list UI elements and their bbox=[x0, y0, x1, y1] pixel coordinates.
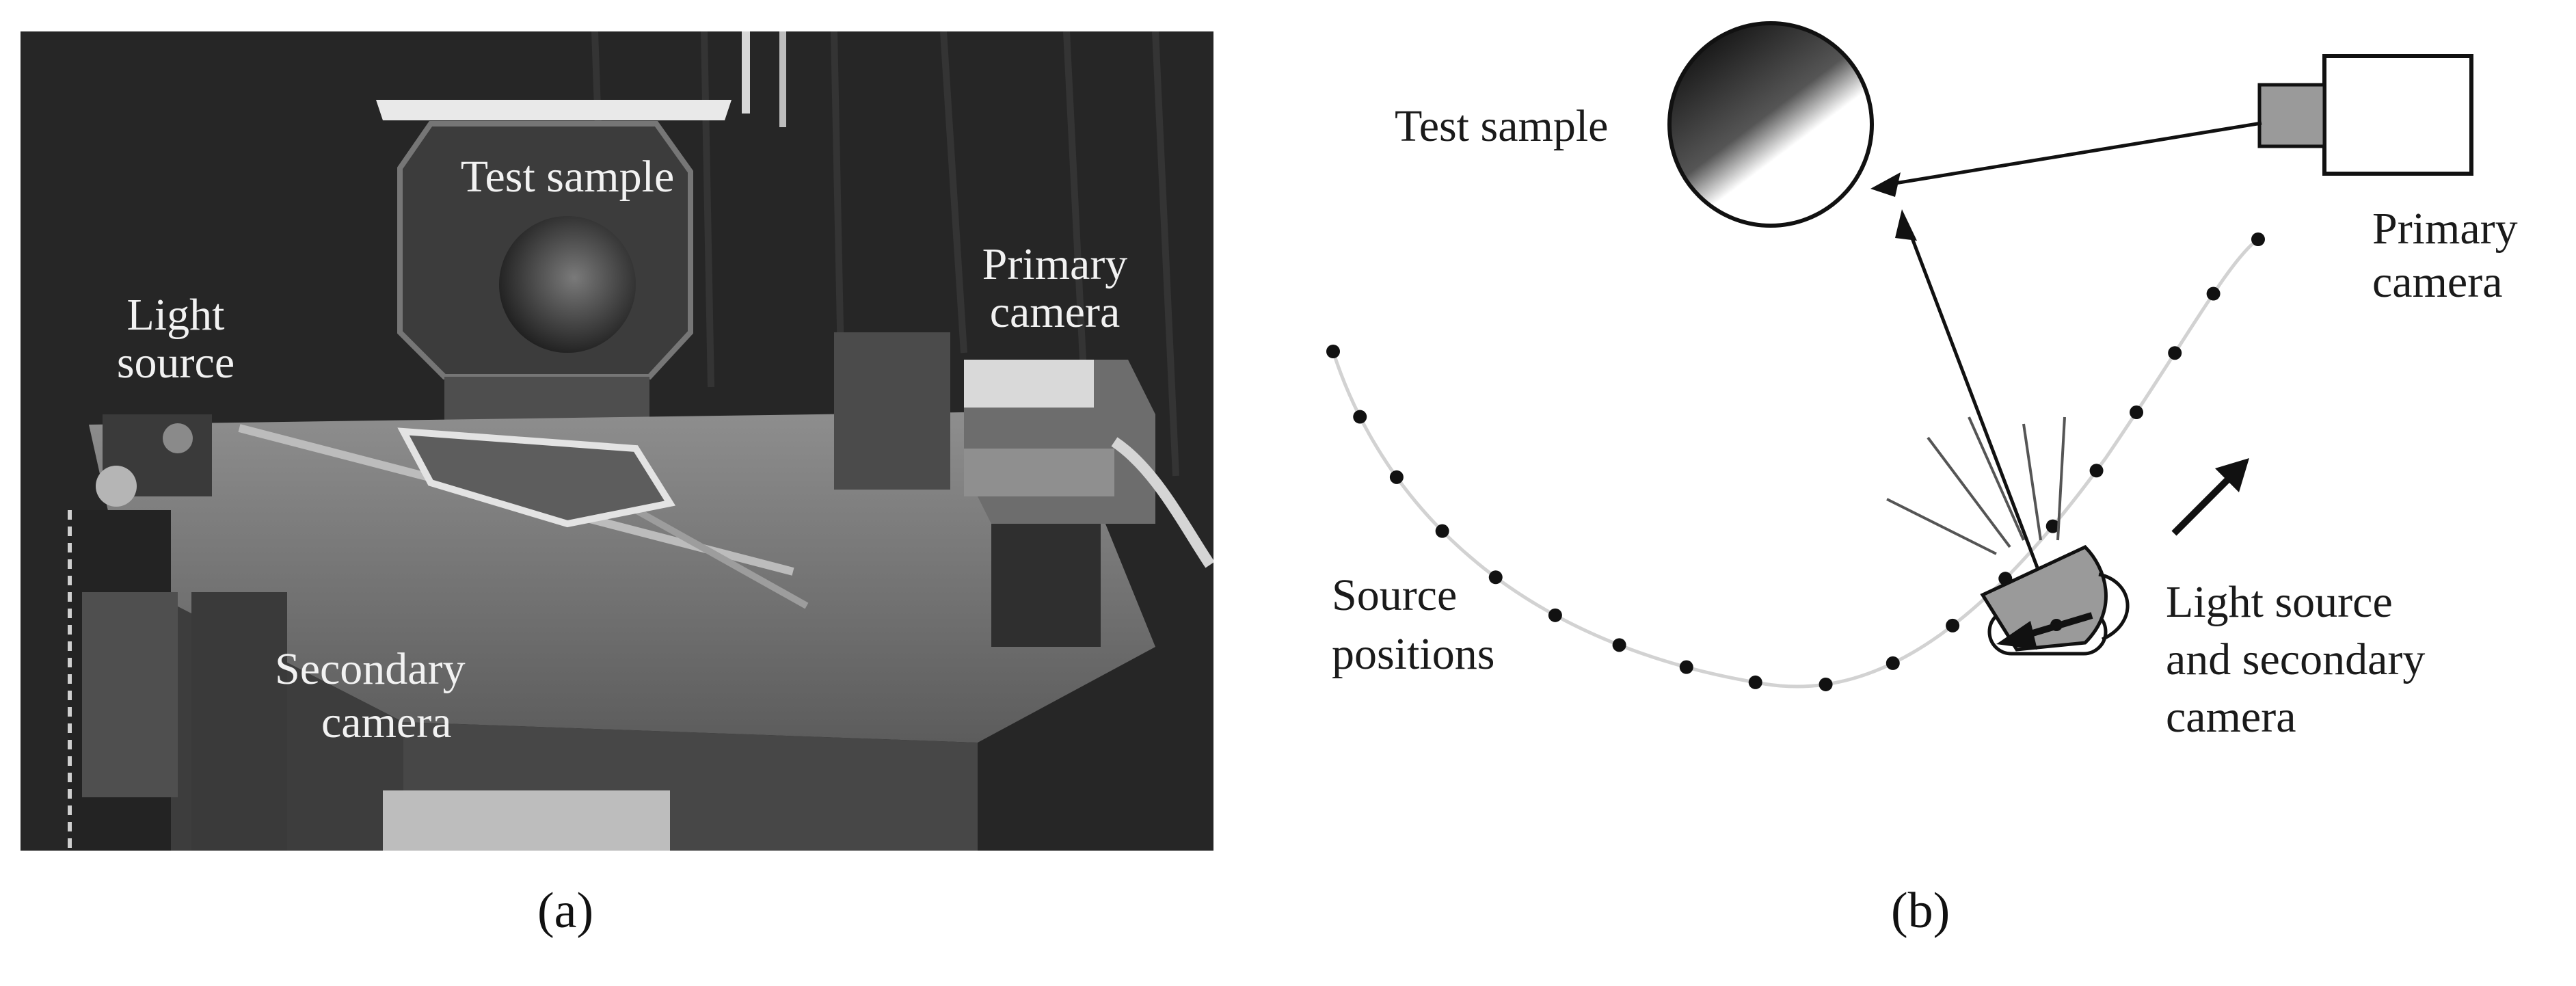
test-sample-circle bbox=[1667, 21, 1874, 228]
source-position-dot bbox=[1819, 677, 1833, 691]
setup-diagram-illustration: Test sample Primary camera Source positi… bbox=[1326, 21, 2518, 742]
camera-view-arrow bbox=[1886, 121, 2262, 187]
photo-label-test-sample: Test sample bbox=[461, 152, 674, 202]
source-position-dot bbox=[1326, 345, 1340, 358]
illumination-arrow bbox=[1905, 225, 2039, 568]
source-position-dot bbox=[2089, 464, 2104, 478]
source-position-dot bbox=[2168, 346, 2182, 360]
motion-arrow-up bbox=[2171, 476, 2231, 536]
rotation-rail bbox=[634, 507, 809, 609]
source-position-dot bbox=[1389, 470, 1404, 484]
electronics-box bbox=[383, 790, 670, 851]
source-position-dot bbox=[1886, 656, 1900, 670]
diagram-label-source-positions: Source bbox=[1332, 570, 1457, 620]
photo-label-secondary-camera: Secondary bbox=[275, 644, 466, 694]
photo-label-secondary-camera: camera bbox=[321, 697, 452, 747]
source-position-dot bbox=[2251, 232, 2265, 246]
source-position-arc bbox=[1331, 237, 2259, 689]
diagram-label-light-source: Light source bbox=[2166, 577, 2393, 627]
source-position-dot bbox=[2130, 405, 2144, 420]
setup-diagram: Test sample Primary camera Source positi… bbox=[1299, 21, 2571, 855]
primary-camera-icon bbox=[2257, 54, 2473, 176]
mounting-plate bbox=[397, 427, 676, 528]
overhead-light-rod bbox=[742, 31, 750, 114]
arrowhead bbox=[1895, 209, 1917, 241]
setup-photo-illustration: Test sample Primary camera Light source … bbox=[21, 31, 1215, 852]
source-position-dot bbox=[1435, 524, 1449, 538]
panel-a-label: (a) bbox=[537, 883, 594, 939]
source-position-dot bbox=[1353, 410, 1367, 424]
photo-label-light-source: source bbox=[117, 338, 234, 388]
panel-b-label: (b) bbox=[1891, 883, 1950, 939]
source-position-dot bbox=[2206, 287, 2221, 301]
diagram-label-source-positions: positions bbox=[1332, 629, 1494, 679]
light-source-icon bbox=[1980, 544, 2130, 656]
secondary-camera-device bbox=[191, 592, 287, 852]
sample-enclosure bbox=[376, 100, 732, 425]
diagram-label-light-source: and secondary bbox=[2166, 635, 2425, 684]
optical-table bbox=[89, 411, 1155, 743]
diagram-label-primary-camera: Primary bbox=[2372, 204, 2518, 254]
diagram-label-primary-camera: camera bbox=[2372, 257, 2503, 307]
photo-label-primary-camera: Primary bbox=[982, 239, 1128, 289]
diagram-label-light-source: camera bbox=[2166, 692, 2296, 742]
source-position-dot bbox=[1612, 638, 1626, 652]
arrowhead bbox=[1870, 172, 1901, 197]
test-sample-sphere bbox=[499, 216, 636, 353]
motion-arrow-left bbox=[2022, 612, 2093, 639]
setup-photo: Test sample Primary camera Light source … bbox=[21, 31, 1215, 852]
source-position-dot bbox=[1548, 608, 1562, 622]
photo-label-primary-camera: camera bbox=[990, 287, 1121, 337]
source-position-dot bbox=[1946, 618, 1960, 632]
source-position-dots bbox=[1326, 232, 2265, 691]
diagram-label-test-sample: Test sample bbox=[1395, 101, 1608, 151]
overhead-light-rod bbox=[779, 31, 786, 127]
source-position-dot bbox=[2045, 519, 2060, 533]
arrowhead bbox=[2215, 458, 2249, 492]
photo-label-light-source: Light bbox=[127, 290, 225, 340]
light-rays bbox=[1886, 416, 2066, 555]
background-curtain bbox=[591, 31, 1179, 477]
primary-camera-device bbox=[834, 332, 1215, 647]
arrowhead bbox=[1996, 621, 2037, 650]
source-position-dot bbox=[1488, 570, 1503, 585]
source-position-dot bbox=[1748, 675, 1762, 689]
light-source-device bbox=[68, 414, 287, 852]
source-position-dot bbox=[1679, 660, 1693, 674]
